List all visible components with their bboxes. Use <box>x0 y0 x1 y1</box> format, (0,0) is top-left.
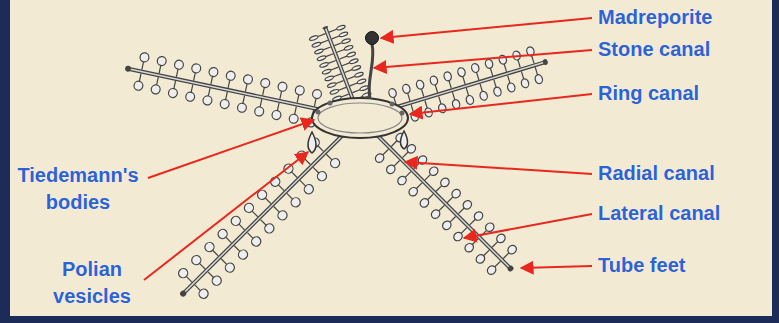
leader-line <box>381 18 592 38</box>
part-label: Tube feet <box>598 252 685 279</box>
leader-line <box>410 94 592 114</box>
leader-line <box>144 152 308 280</box>
part-label: Polian vesicles <box>40 256 144 310</box>
leader-line <box>374 50 592 68</box>
part-label: Lateral canal <box>598 200 720 227</box>
stone-canal-drawing <box>369 44 373 99</box>
leader-line <box>464 214 592 238</box>
tiedemann-bodies-drawing <box>316 101 405 116</box>
part-label: Stone canal <box>598 36 710 63</box>
polian-vesicle <box>308 132 316 153</box>
madreporite-drawing <box>366 32 379 45</box>
leader-line <box>148 120 314 178</box>
ring-canal-drawing <box>312 98 408 138</box>
part-label: Radial canal <box>598 160 715 187</box>
leader-lines <box>144 18 592 280</box>
leader-line <box>521 266 592 268</box>
arm-lower-right <box>359 117 526 284</box>
arm-lower-left <box>168 119 359 309</box>
leader-line <box>405 162 592 174</box>
background-panel <box>10 0 772 316</box>
part-label: Madreporite <box>598 4 712 31</box>
ring-canal-inner <box>318 103 402 133</box>
polian-vesicle <box>401 131 408 149</box>
part-label: Tiedemann's bodies <box>8 162 148 216</box>
arms <box>121 20 553 310</box>
part-label: Ring canal <box>598 80 699 107</box>
